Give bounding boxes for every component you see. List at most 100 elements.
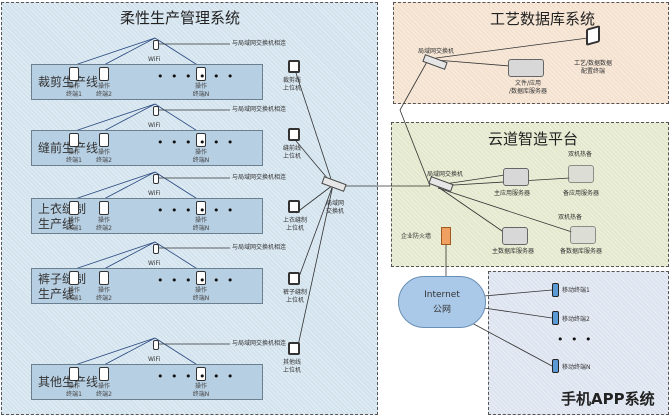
flexible-production-title: 柔性生产管理系统: [120, 9, 241, 27]
host-computer-label: 裁剪线 上位机: [283, 77, 302, 92]
production-line-0: 裁剪生产线操作 终端1 操作 终端2 操作 终端N• • • • • •: [31, 64, 263, 100]
terminal-ellipsis: • • • • • •: [157, 70, 236, 83]
uplink-note: 与局域网交换机相连: [232, 340, 287, 347]
wire: [469, 321, 553, 367]
backup-app-server-icon: [568, 165, 594, 183]
operation-terminal-label: 操作 终端N: [192, 217, 210, 232]
mobile-device-label-2: 移动终端2: [562, 316, 590, 323]
operation-terminal-label: 操作 终端2: [96, 83, 112, 98]
host-computer-icon: [288, 342, 300, 355]
file-app-db-server-label: 文件/应用 /数据库服务器: [509, 80, 548, 95]
operation-terminal-icon: [196, 367, 206, 381]
host-computer-label: 缝前线 上位机: [283, 145, 302, 160]
wire: [71, 171, 156, 201]
wire: [295, 184, 334, 356]
wifi-label: WiFi: [148, 190, 161, 197]
operation-terminal-icon: [196, 271, 206, 285]
operation-terminal-label: 操作 终端2: [96, 383, 112, 398]
wifi-access-point-icon: [153, 244, 159, 254]
operation-terminal-icon: [99, 133, 109, 147]
craft-switch-label: 局域网交换机: [418, 48, 455, 55]
mobile-app-title: 手机APP系统: [561, 390, 655, 408]
operation-terminal-label: 操作 终端N: [192, 149, 210, 164]
wire: [154, 241, 200, 271]
wire: [437, 187, 573, 233]
craft-database-panel: 工艺数据库系统: [393, 2, 669, 104]
hot-standby-label-2: 双机热备: [558, 214, 583, 221]
mobile-device-label-1: 移动终端1: [562, 287, 590, 294]
operation-terminal-icon: [196, 133, 206, 147]
host-computer-icon: [288, 60, 300, 73]
operation-terminal-icon: [99, 201, 109, 215]
terminal-ellipsis: • • • • • •: [157, 204, 236, 217]
wire: [101, 103, 156, 133]
wire: [154, 337, 200, 367]
operation-terminal-label: 操作 终端1: [66, 383, 82, 398]
wifi-access-point-icon: [153, 106, 159, 116]
uplink-note: 与局域网交换机相连: [232, 174, 287, 181]
host-computer-icon: [288, 200, 300, 213]
backup-db-server-label: 备数据库服务器: [560, 248, 603, 255]
mobile-ellipsis: • • •: [557, 333, 594, 346]
host-computer-label: 上衣缝制 上位机: [283, 217, 308, 232]
cloud-switch-label: 局域网交换机: [427, 171, 464, 178]
mobile-device-icon-2: [552, 311, 559, 325]
wire: [101, 37, 156, 67]
main-app-server-icon: [503, 168, 529, 186]
wire: [101, 171, 156, 201]
operation-terminal-label: 操作 终端N: [192, 383, 210, 398]
host-computer-label: 其他线 上位机: [283, 359, 302, 374]
operation-terminal-icon: [69, 67, 79, 81]
wire: [101, 337, 156, 367]
hot-standby-label-1: 双机热备: [568, 151, 593, 158]
terminal-ellipsis: • • • • • •: [157, 136, 236, 149]
operation-terminal-icon: [196, 67, 206, 81]
operation-terminal-label: 操作 终端N: [192, 83, 210, 98]
wifi-access-point-icon: [153, 40, 159, 50]
firewall-icon: [441, 227, 451, 245]
wire: [154, 103, 200, 133]
mobile-device-icon-1: [552, 283, 559, 297]
host-computer-icon: [288, 272, 300, 285]
wire: [154, 171, 200, 201]
wire: [101, 241, 156, 271]
craft-database-title: 工艺数据库系统: [490, 10, 596, 28]
wire: [437, 186, 506, 234]
config-terminal-label: 工艺/数据数据 配置终端: [574, 60, 613, 75]
operation-terminal-icon: [69, 133, 79, 147]
operation-terminal-icon: [69, 201, 79, 215]
production-line-label: 裁剪生产线: [38, 75, 99, 89]
wifi-access-point-icon: [153, 174, 159, 184]
operation-terminal-label: 操作 终端1: [66, 149, 82, 164]
mobile-app-panel: 手机APP系统: [488, 271, 669, 415]
wire: [295, 184, 334, 286]
operation-terminal-label: 操作 终端1: [66, 83, 82, 98]
wifi-label: WiFi: [148, 122, 161, 129]
lan-switch-label: 局域网 交换机: [326, 200, 345, 215]
wire: [483, 289, 553, 297]
wire: [71, 37, 156, 67]
backup-db-server-icon: [570, 226, 596, 244]
wire: [435, 37, 589, 59]
wire: [295, 72, 334, 186]
internet-label: Internet: [424, 290, 460, 300]
operation-terminal-icon: [196, 201, 206, 215]
wifi-label: WiFi: [148, 260, 161, 267]
uplink-note: 与局域网交换机相连: [232, 106, 287, 113]
internet-cloud-icon: Internet 公网: [398, 276, 486, 328]
uplink-note: 与局域网交换机相连: [232, 244, 287, 251]
operation-terminal-icon: [99, 367, 109, 381]
operation-terminal-label: 操作 终端N: [192, 287, 210, 302]
host-computer-icon: [288, 128, 300, 141]
wire: [399, 59, 429, 111]
wire: [71, 241, 156, 271]
mobile-device-icon-n: [552, 359, 559, 373]
wifi-label: WiFi: [148, 356, 161, 363]
terminal-ellipsis: • • • • • •: [157, 274, 236, 287]
operation-terminal-label: 操作 终端2: [96, 149, 112, 164]
operation-terminal-icon: [99, 67, 109, 81]
